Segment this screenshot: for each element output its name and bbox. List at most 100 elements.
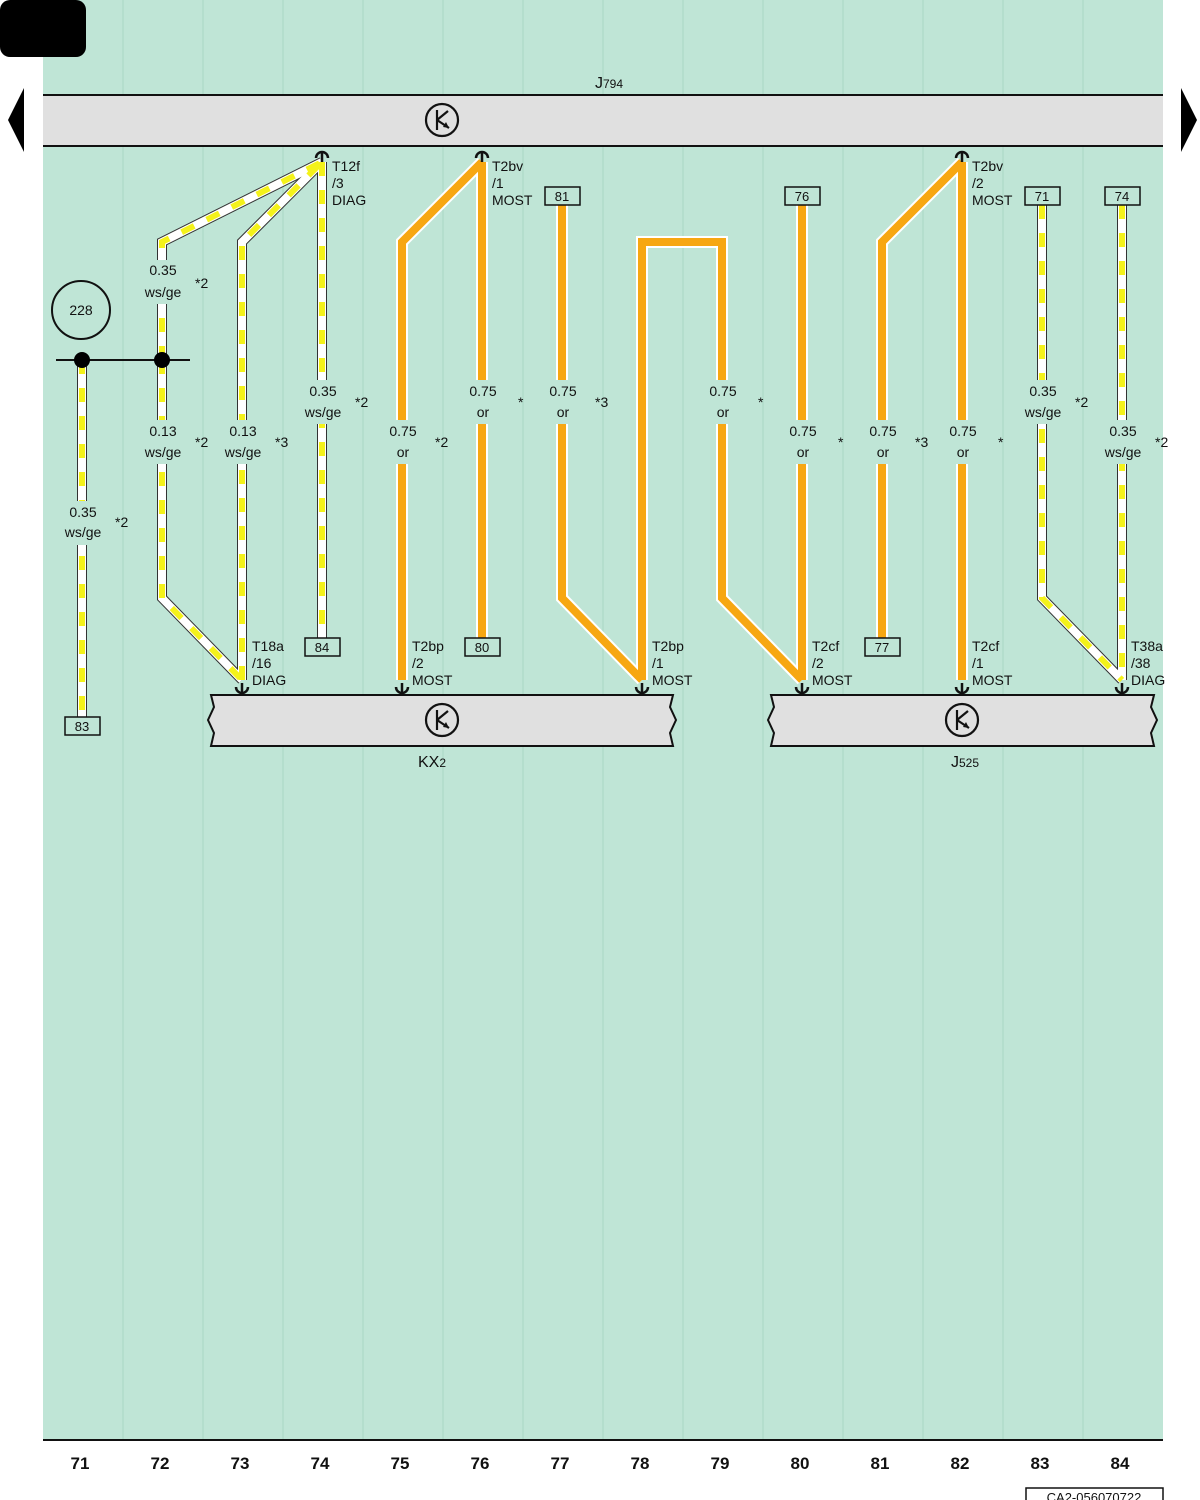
node-label: 228	[69, 302, 93, 318]
component-j525: J525	[766, 694, 1159, 771]
component-j794: J794	[43, 75, 1163, 147]
svg-text:*: *	[998, 434, 1004, 450]
column-number: 84	[1111, 1454, 1130, 1473]
svg-text:*2: *2	[115, 514, 128, 530]
column-number: 75	[391, 1454, 410, 1473]
svg-text:*: *	[758, 394, 764, 410]
wire-wsge-72-low	[159, 360, 245, 683]
svg-text:0.75: 0.75	[709, 383, 736, 399]
svg-text:*2: *2	[355, 394, 368, 410]
svg-text:0.35: 0.35	[69, 504, 96, 520]
column-number: 79	[711, 1454, 730, 1473]
wire-or-81	[878, 159, 965, 640]
svg-text:83: 83	[75, 719, 89, 734]
doc-code: CA2-056070722	[1025, 1487, 1164, 1500]
svg-text:or: or	[797, 444, 810, 460]
svg-text:80: 80	[475, 640, 489, 655]
svg-text:or: or	[717, 404, 730, 420]
column-number: 73	[231, 1454, 250, 1473]
column-number: 82	[951, 1454, 970, 1473]
splice-228: 228	[51, 280, 190, 368]
column-number: 72	[151, 1454, 170, 1473]
ref-box[interactable]: 76	[784, 186, 821, 206]
page-tab[interactable]	[0, 0, 86, 57]
svg-text:or: or	[957, 444, 970, 460]
component-kx2: KX2	[206, 694, 678, 771]
wire-label: 0.75 or *	[700, 380, 764, 424]
svg-text:77: 77	[875, 640, 889, 655]
wire-label: 0.75 or *	[780, 420, 844, 464]
svg-text:0.75: 0.75	[549, 383, 576, 399]
svg-text:ws/ge: ws/ge	[1104, 444, 1142, 460]
ref-box[interactable]: 81	[544, 186, 581, 206]
wire-wsge-72-high	[159, 159, 324, 360]
svg-text:or: or	[477, 404, 490, 420]
svg-text:0.75: 0.75	[869, 423, 896, 439]
wire-wsge-83	[1039, 205, 1125, 683]
svg-text:ws/ge: ws/ge	[224, 444, 262, 460]
ref-box[interactable]: 83	[64, 716, 101, 736]
junction-dot	[154, 352, 170, 368]
svg-text:*2: *2	[435, 434, 448, 450]
ref-boxes: 83 84 80 81 76 77 71 74	[64, 186, 1141, 736]
svg-text:71: 71	[1035, 189, 1049, 204]
svg-text:*3: *3	[595, 394, 608, 410]
svg-text:0.35: 0.35	[309, 383, 336, 399]
svg-text:*: *	[838, 434, 844, 450]
svg-text:*2: *2	[1155, 434, 1168, 450]
ref-box[interactable]: 71	[1024, 186, 1061, 206]
right-arrow-icon[interactable]	[1181, 88, 1197, 152]
wire-wsge-73	[239, 159, 325, 680]
column-number: 74	[311, 1454, 330, 1473]
svg-text:84: 84	[315, 640, 329, 655]
svg-text:0.75: 0.75	[789, 423, 816, 439]
svg-text:0.13: 0.13	[149, 423, 176, 439]
wire-or-75	[398, 159, 485, 680]
svg-text:*3: *3	[275, 434, 288, 450]
wire-label: 0.75 or *3	[860, 420, 928, 464]
svg-text:0.35: 0.35	[1029, 383, 1056, 399]
ref-box[interactable]: 77	[864, 637, 901, 657]
column-number: 80	[791, 1454, 810, 1473]
ref-box[interactable]: 84	[304, 637, 341, 657]
column-number: 71	[71, 1454, 90, 1473]
svg-text:or: or	[877, 444, 890, 460]
column-number: 83	[1031, 1454, 1050, 1473]
column-number: 78	[631, 1454, 650, 1473]
svg-text:CA2-056070722: CA2-056070722	[1047, 1490, 1142, 1500]
svg-text:ws/ge: ws/ge	[304, 404, 342, 420]
left-arrow-icon[interactable]	[8, 88, 24, 152]
ref-box[interactable]: 74	[1104, 186, 1141, 206]
wire-or-78-79	[638, 238, 805, 683]
ref-box[interactable]: 80	[464, 637, 501, 657]
svg-text:*3: *3	[915, 434, 928, 450]
column-number: 76	[471, 1454, 490, 1473]
component-label-j794: J794	[595, 75, 623, 92]
svg-text:*: *	[518, 394, 524, 410]
junction-dot	[74, 352, 90, 368]
component-label-kx2: KX2	[418, 754, 446, 771]
svg-text:74: 74	[1115, 189, 1129, 204]
svg-text:ws/ge: ws/ge	[144, 284, 182, 300]
svg-text:or: or	[397, 444, 410, 460]
svg-text:*2: *2	[195, 434, 208, 450]
